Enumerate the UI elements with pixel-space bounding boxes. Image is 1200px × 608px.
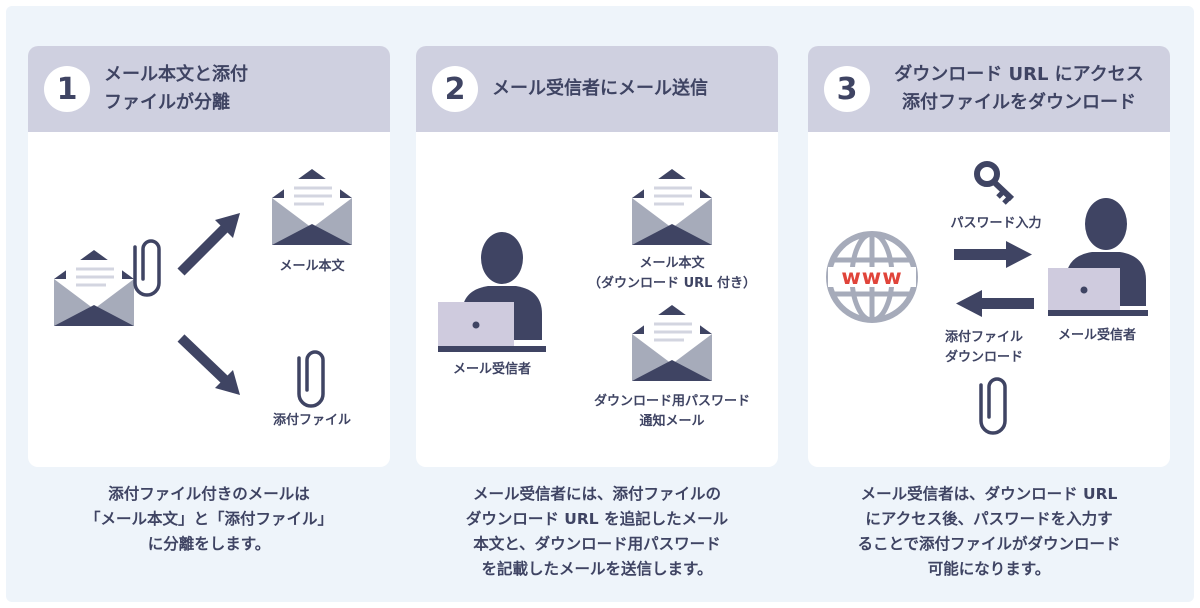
arrow-right-icon — [954, 241, 1032, 268]
step-3-card: 3 ダウンロード URL にアクセス 添付ファイルをダウンロード www パスワ… — [808, 46, 1170, 467]
arrow-left-icon — [956, 290, 1034, 317]
step-2-description: メール受信者には、添付ファイルの ダウンロード URL を追記したメール 本文と… — [465, 485, 729, 578]
step-3-header: 3 ダウンロード URL にアクセス 添付ファイルをダウンロード — [808, 46, 1170, 132]
label-recipient-3: メール受信者 — [1057, 328, 1136, 343]
step-2-title: メール受信者にメール送信 — [492, 78, 708, 99]
label-mail-body-with-url: メール本文 （ダウンロード URL 付き） — [588, 256, 756, 291]
key-icon — [974, 161, 1015, 205]
step-1-title: メール本文と添付 ファイルが分離 — [104, 64, 248, 113]
step-2-number: 2 — [432, 66, 478, 112]
label-attachment-download: 添付ファイル ダウンロード — [944, 330, 1023, 365]
www-text: www — [841, 265, 903, 289]
envelope-icon — [270, 167, 354, 247]
laptop-icon — [1048, 268, 1148, 316]
envelope-icon — [630, 303, 714, 383]
label-mail-body: メール本文 — [279, 259, 345, 274]
step-3-number: 3 — [824, 66, 870, 112]
label-attachment: 添付ファイル — [272, 413, 351, 428]
label-recipient: メール受信者 — [452, 362, 531, 377]
step-1-card: 1 メール本文と添付 ファイルが分離 メール本文 添付ファイル — [28, 46, 390, 467]
step-2-card: 2 メール受信者にメール送信 メール受信者 メール本文 （ダウンロード URL … — [416, 46, 778, 467]
step-3-description: メール受信者は、ダウンロード URL にアクセス後、パスワードを入力す ることで… — [857, 485, 1121, 578]
paperclip-icon — [297, 350, 325, 408]
globe-icon — [826, 231, 918, 323]
arrow-up-right-icon — [177, 213, 240, 395]
step-1-header: 1 メール本文と添付 ファイルが分離 — [28, 46, 390, 132]
envelope-icon — [630, 167, 714, 247]
step-1-description: 添付ファイル付きのメールは 「メール本文」と「添付ファイル」 に分離をします。 — [84, 485, 333, 553]
step-3-title: ダウンロード URL にアクセス 添付ファイルをダウンロード — [894, 64, 1144, 113]
diagram-frame: 1 メール本文と添付 ファイルが分離 メール本文 添付ファイル 添付ファイル付き… — [6, 6, 1194, 602]
laptop-icon — [438, 302, 546, 352]
step-2-header: 2 メール受信者にメール送信 — [416, 46, 778, 132]
step-1-number: 1 — [44, 66, 90, 112]
label-password-mail: ダウンロード用パスワード 通知メール — [593, 394, 750, 429]
label-password-input: パスワード入力 — [950, 216, 1042, 231]
